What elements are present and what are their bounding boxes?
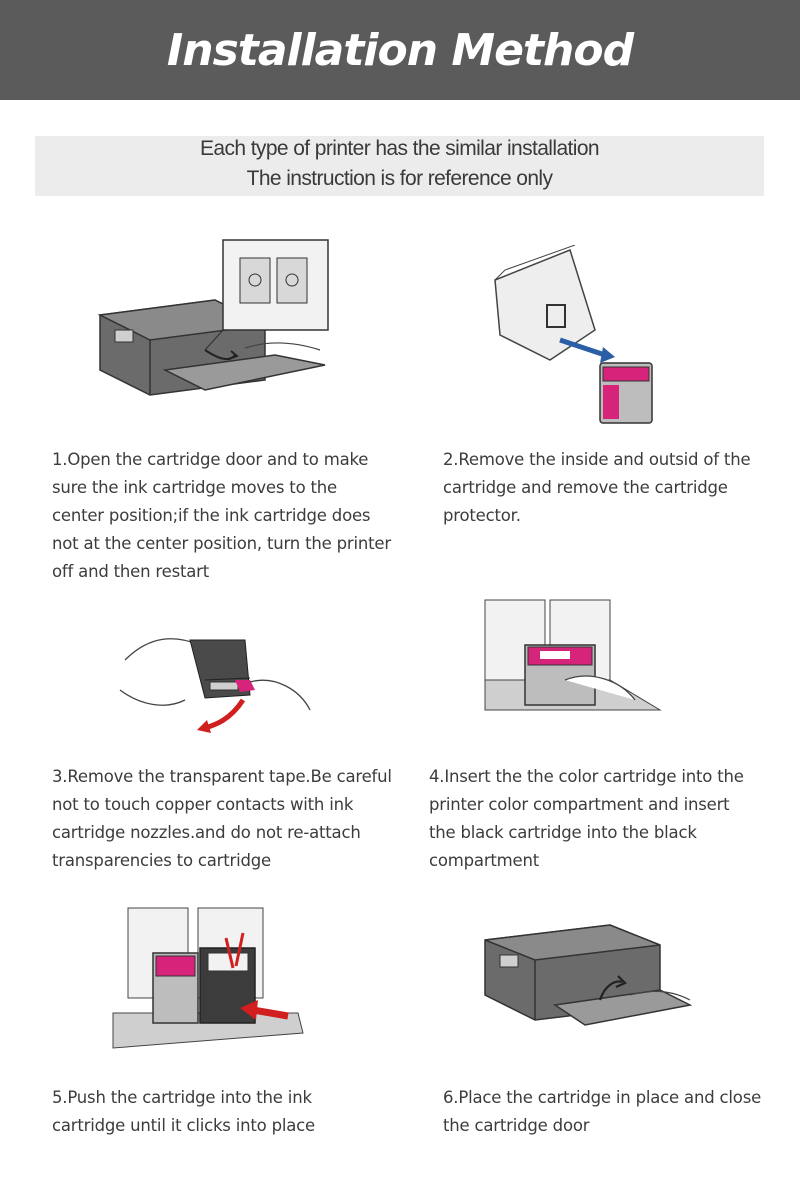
insert-color-cartridge-illustration (484, 599, 662, 711)
remove-tape-illustration (119, 638, 311, 733)
cartridge-unpack-illustration (494, 245, 653, 424)
step-4-text: 4.Insert the the color cartridge into th… (429, 767, 744, 870)
step-3-text: 3.Remove the transparent tape.Be careful… (52, 767, 392, 870)
printer-door-open-illustration (97, 239, 329, 396)
page-title: Installation Method (166, 24, 634, 76)
step-6-text: 6.Place the cartridge in place and close… (443, 1088, 762, 1135)
close-door-illustration (484, 924, 693, 1026)
header-banner: Installation Method (0, 0, 800, 100)
note-line-2: The instruction is for reference only (246, 167, 553, 190)
step-5-text: 5.Push the cartridge into the ink cartri… (52, 1088, 315, 1135)
step-2-text: 2.Remove the inside and outsid of the ca… (443, 450, 751, 525)
note-line-1: Each type of printer has the similar ins… (200, 137, 600, 160)
step-1-text: 1.Open the cartridge door and to make su… (52, 450, 391, 581)
push-cartridge-illustration (112, 907, 304, 1049)
reference-note: Each type of printer has the similar ins… (35, 136, 764, 196)
